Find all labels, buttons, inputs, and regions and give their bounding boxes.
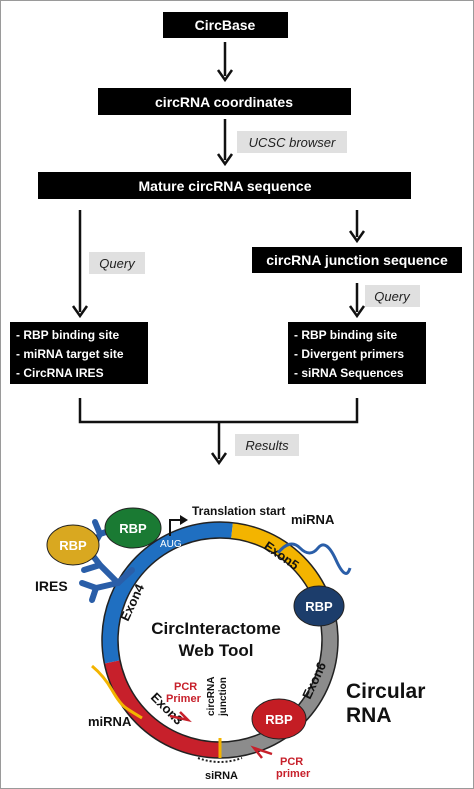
rbp-navy — [293, 585, 345, 627]
rbp-red — [251, 698, 307, 740]
right-list-box — [288, 322, 426, 384]
rbp-green — [104, 507, 162, 549]
left-list-box — [10, 322, 148, 384]
results-tag — [235, 434, 299, 456]
right-list-item-1: - RBP binding site — [294, 328, 397, 342]
mirna-bottom-label: miRNA — [88, 714, 132, 729]
pcr-primer-1-arrow — [169, 711, 192, 723]
right-list-item-2: - Divergent primers — [294, 347, 404, 361]
junction-label-1: circRNA — [206, 677, 217, 716]
circular-rna-title-2: RNA — [346, 704, 392, 727]
mature-box — [38, 172, 411, 199]
query-right-tag — [365, 285, 420, 307]
left-list-item-3: - CircRNA IRES — [16, 366, 104, 380]
mirna-bottom-strand — [91, 664, 143, 720]
sirna-strand — [197, 757, 243, 763]
rbp-gold — [46, 524, 100, 566]
ires-label: IRES — [35, 578, 68, 594]
ucsc-tag — [237, 131, 347, 153]
aug-label: AUG — [160, 539, 182, 550]
mirna-top-strand — [276, 542, 352, 575]
translation-start-label: Translation start — [192, 504, 285, 518]
junction-label-2: junction — [218, 677, 229, 717]
query-left-tag — [89, 252, 145, 274]
pcr-primer-2b-label: primer — [276, 768, 311, 780]
rbp-red-label: RBP — [265, 712, 293, 727]
rbp-green-label: RBP — [119, 521, 147, 536]
circbase-box — [163, 12, 288, 38]
exon4-arc — [101, 522, 233, 664]
circular-rna-illustration: AUG Exon4 Exon5 Exon6 Exon3 CircInteract… — [35, 504, 425, 782]
junction-label: circRNA junction sequence — [266, 252, 448, 268]
ucsc-label: UCSC browser — [249, 135, 336, 150]
rbp-gold-label: RBP — [59, 538, 87, 553]
left-list-item-2: - miRNA target site — [16, 347, 124, 361]
exon6-arc — [219, 597, 338, 758]
pcr-primer-2-arrow — [250, 745, 273, 759]
exon3-arc — [104, 660, 221, 759]
left-list-item-1: - RBP binding site — [16, 328, 119, 342]
right-list-item-3: - siRNA Sequences — [294, 366, 404, 380]
coordinates-label: circRNA coordinates — [155, 94, 293, 110]
mirna-top-label: miRNA — [291, 512, 335, 527]
tool-title-line2: Web Tool — [179, 641, 254, 660]
results-label: Results — [245, 438, 289, 453]
pcr-primer-2-label: PCR — [280, 756, 303, 768]
mature-label: Mature circRNA sequence — [139, 178, 312, 194]
query-right-label: Query — [374, 289, 411, 304]
junction-box — [252, 247, 462, 273]
translation-start-arrow — [169, 519, 184, 536]
query-left-label: Query — [99, 256, 136, 271]
merge-bracket — [78, 398, 359, 424]
circular-rna-title-1: Circular — [346, 680, 425, 703]
pcr-primer-1b-label: Primer — [166, 693, 202, 705]
circbase-label: CircBase — [195, 17, 256, 33]
sirna-label: siRNA — [205, 770, 238, 782]
coordinates-box — [98, 88, 351, 115]
tool-title-line1: CircInteractome — [151, 619, 280, 638]
pcr-primer-1-label: PCR — [174, 681, 197, 693]
rbp-navy-label: RBP — [305, 599, 333, 614]
